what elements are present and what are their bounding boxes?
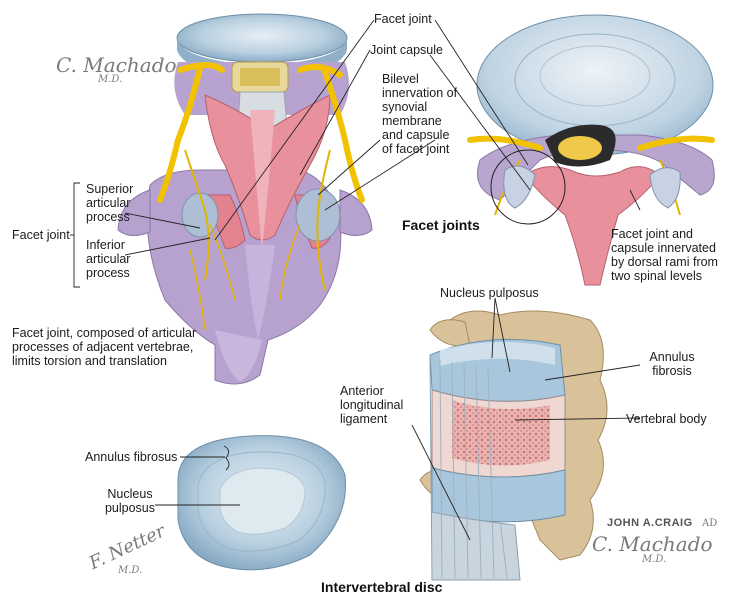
label-superior-articular-process: Superior articular process	[86, 182, 134, 224]
disc-top-view	[177, 435, 347, 571]
label-facet-joint-top: Facet joint	[374, 12, 432, 26]
label-joint-capsule: Joint capsule	[370, 43, 443, 57]
label-inferior-articular-process: Inferior articular process	[86, 238, 131, 280]
label-annulus-fibrosus: Annulus fibrosus	[85, 450, 178, 464]
signature-craig-ad: AD	[702, 518, 718, 529]
label-bilevel-innervation: Bilevel innervation of synovial membrane…	[382, 72, 458, 156]
label-capsule-innervated: Facet joint and capsule innervated by do…	[611, 227, 718, 283]
axial-facet-view	[467, 14, 715, 286]
signature-machado-top: C. Machado	[56, 53, 177, 77]
label-nucleus-pulposus-left: Nucleus pulposus	[104, 487, 156, 515]
label-facet-description: Facet joint, composed of articular proce…	[12, 326, 197, 368]
signature-machado-top-md: M.D.	[98, 74, 123, 85]
label-anterior-longitudinal-ligament: Anterior longitudinal ligament	[340, 384, 404, 426]
signature-craig: JOHN A.CRAIG	[607, 517, 693, 529]
signature-machado-bottom: C. Machado	[592, 532, 713, 556]
label-vertebral-body: Vertebral body	[626, 412, 707, 426]
signature-netter-md: M.D.	[118, 565, 143, 576]
title-intervertebral-disc: Intervertebral disc	[321, 579, 443, 595]
label-nucleus-pulposus-right: Nucleus pulposus	[440, 286, 539, 300]
signature-machado-bottom-md: M.D.	[642, 554, 667, 565]
label-annulus-fibrosis: Annulus fibrosis	[649, 350, 695, 378]
leader-lines	[70, 19, 641, 541]
sagittal-disc-view	[419, 310, 608, 581]
label-facet-joint-left: Facet joint	[12, 228, 70, 242]
title-facet-joints: Facet joints	[402, 217, 480, 233]
